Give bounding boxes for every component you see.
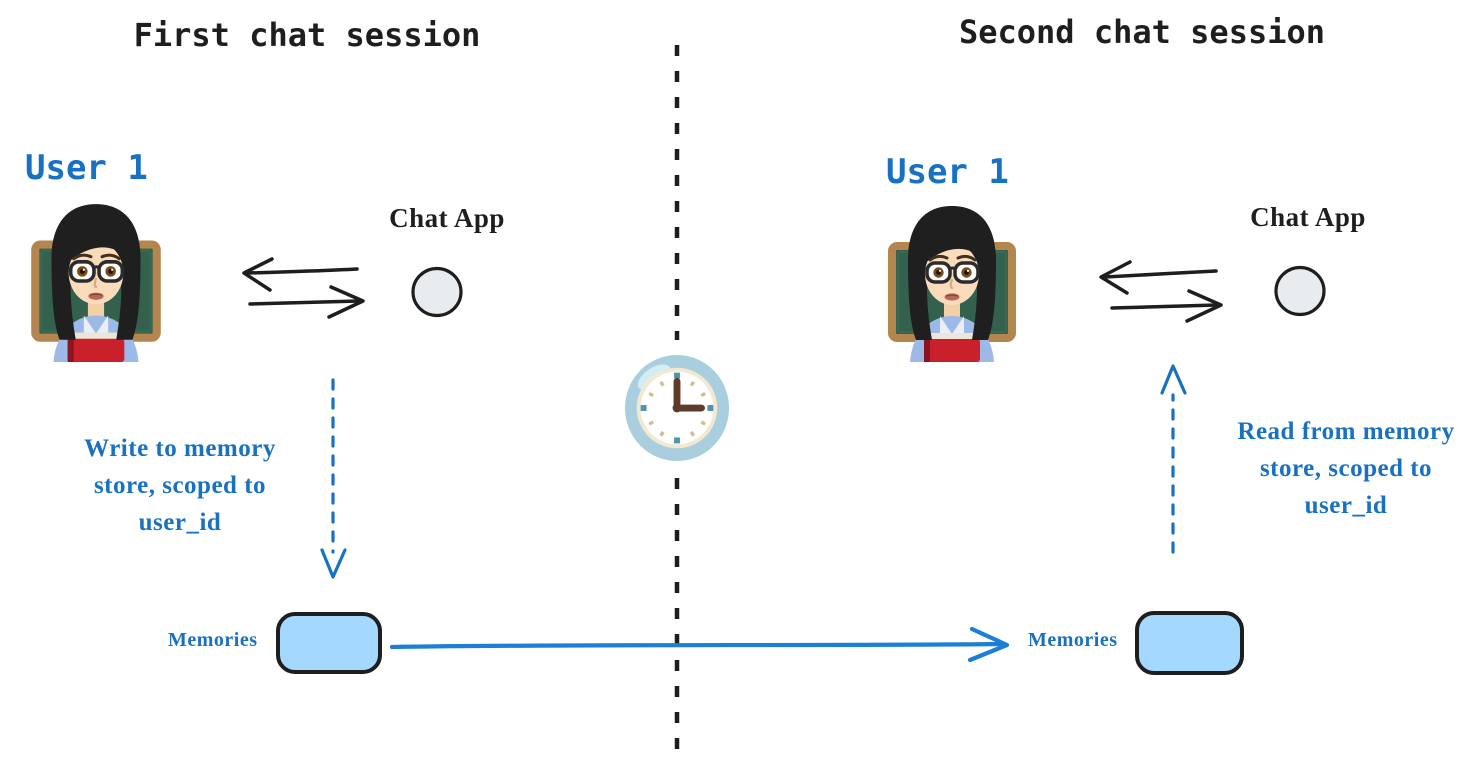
chat-app-node-left	[411, 266, 463, 318]
user-label-right: User 1	[886, 152, 1009, 192]
annotation-line: store, scoped to	[93, 472, 267, 499]
chat-app-node-right	[1274, 265, 1326, 317]
read-memory-annotation: Read from memory store, scoped to user_i…	[1237, 413, 1454, 524]
memories-label-right: Memories	[1028, 629, 1118, 651]
annotation-line: user_id	[138, 509, 222, 536]
woman-teacher-emoji	[872, 198, 1032, 362]
read-memory-arrow	[1160, 364, 1187, 554]
user-label-left: User 1	[25, 148, 148, 188]
memories-transfer-arrow	[389, 626, 1010, 663]
second-session-title: Second chat session	[958, 13, 1326, 51]
woman-teacher-emoji	[15, 196, 177, 362]
chat-app-label-right: Chat App	[1250, 202, 1366, 232]
clock-icon	[622, 352, 732, 464]
write-memory-arrow	[320, 378, 347, 579]
annotation-line: store, scoped to	[1259, 455, 1433, 482]
user-chatapp-arrows-left	[242, 257, 365, 319]
memories-box-right	[1135, 611, 1244, 675]
write-memory-annotation: Write to memory store, scoped to user_id	[84, 430, 276, 541]
memories-box-left	[276, 612, 382, 674]
annotation-line: Read from memory	[1237, 418, 1455, 445]
first-session-title: First chat session	[133, 16, 481, 54]
memories-label-left: Memories	[168, 629, 258, 651]
annotation-line: Write to memory	[84, 435, 276, 462]
annotation-line: user_id	[1304, 492, 1388, 519]
user-chatapp-arrows-right	[1099, 260, 1223, 323]
chat-app-label-left: Chat App	[389, 203, 505, 233]
